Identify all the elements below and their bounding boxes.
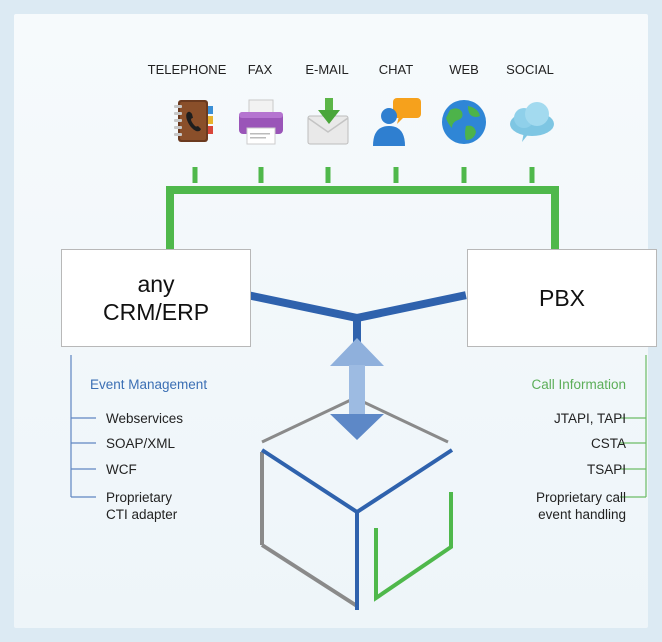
channel-bus xyxy=(166,167,559,249)
crm-box-line2: CRM/ERP xyxy=(102,299,210,325)
right-item-tsapi: TSAPI xyxy=(586,462,626,477)
channel-label-web: WEB xyxy=(449,62,479,77)
channel-label-social: SOCIAL xyxy=(506,62,554,77)
left-item-soap-xml: SOAP/XML xyxy=(106,436,176,451)
email-envelope-icon xyxy=(307,98,349,145)
channel-label-telephone: TELEPHONE xyxy=(147,62,227,77)
pbx-box: PBX xyxy=(467,249,657,347)
y-connector xyxy=(247,291,467,342)
cloud-icon xyxy=(510,102,554,142)
right-tree-lines xyxy=(620,355,647,498)
right-item-proprietary-call: Proprietary call event handling xyxy=(535,490,626,522)
fax-printer-icon xyxy=(239,99,283,145)
pbx-box-label: PBX xyxy=(538,284,586,311)
channel-label-email: E-MAIL xyxy=(305,62,349,77)
left-item-wcf: WCF xyxy=(106,462,137,477)
right-item-jtapi-tapi: JTAPI, TAPI xyxy=(553,411,626,426)
left-item-webservices: Webservices xyxy=(106,411,184,426)
event-management-heading: Event Management xyxy=(90,377,208,392)
crm-erp-box: any CRM/ERP xyxy=(61,249,251,347)
bidirectional-arrow xyxy=(330,338,384,440)
left-item-proprietary-cti: Proprietary CTI adapter xyxy=(106,490,178,522)
call-information-heading: Call Information xyxy=(531,377,626,392)
address-book-phone-icon xyxy=(174,100,213,142)
chat-person-bubble-icon xyxy=(373,98,421,146)
globe-icon xyxy=(442,100,486,144)
channel-label-fax: FAX xyxy=(247,62,273,77)
cube-graphic xyxy=(260,396,454,610)
crm-box-line1: any xyxy=(137,270,175,297)
channel-label-chat: CHAT xyxy=(378,62,414,77)
right-item-csta: CSTA xyxy=(590,436,626,451)
